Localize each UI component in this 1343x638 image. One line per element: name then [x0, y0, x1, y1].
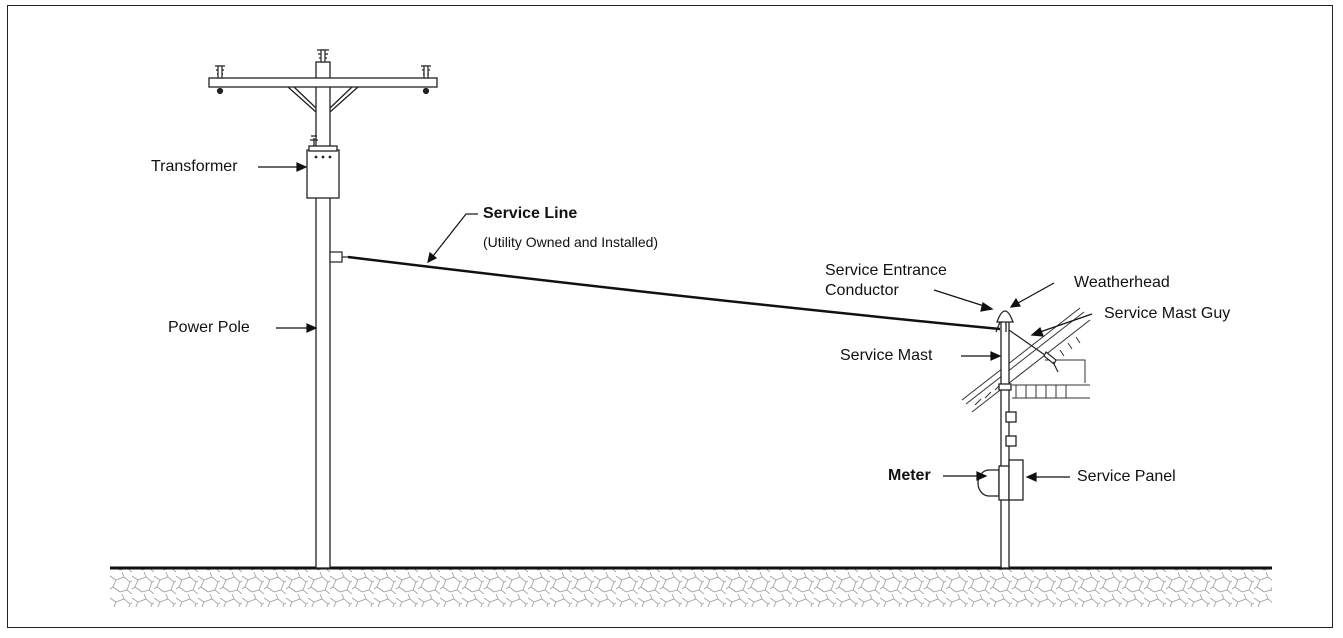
mast-guy [1008, 329, 1059, 373]
service-line-clamp [329, 251, 350, 263]
insulator-icon [215, 65, 225, 95]
service-line-note: (Utility Owned and Installed) [483, 234, 659, 250]
weatherhead-icon [995, 310, 1014, 333]
service-line-title: Service Line [483, 205, 578, 222]
power-pole [208, 61, 438, 569]
insulator-icon [421, 65, 431, 95]
insulator-icon [317, 49, 329, 63]
meter-label: Meter [888, 467, 931, 484]
transformer-label: Transformer [151, 158, 238, 175]
ground-gravel [110, 569, 1272, 607]
transformer-icon [306, 135, 340, 199]
service-mast-label: Service Mast [840, 347, 933, 364]
power-pole-label: Power Pole [168, 319, 250, 336]
service-panel-icon [1008, 459, 1024, 501]
weatherhead-label: Weatherhead [1074, 274, 1170, 291]
service-mast [998, 317, 1017, 569]
meter-icon [977, 465, 1010, 501]
diagram-frame [7, 5, 1333, 628]
leader-lines [258, 162, 1093, 482]
service-mast-guy-label: Service Mast Guy [1104, 305, 1231, 322]
service-panel-label: Service Panel [1077, 468, 1176, 485]
house-roof [961, 307, 1091, 413]
service-entrance-conductor-label-line2: Conductor [825, 282, 899, 299]
service-line [347, 255, 1001, 331]
service-entrance-conductor-label-line1: Service Entrance [825, 262, 947, 279]
